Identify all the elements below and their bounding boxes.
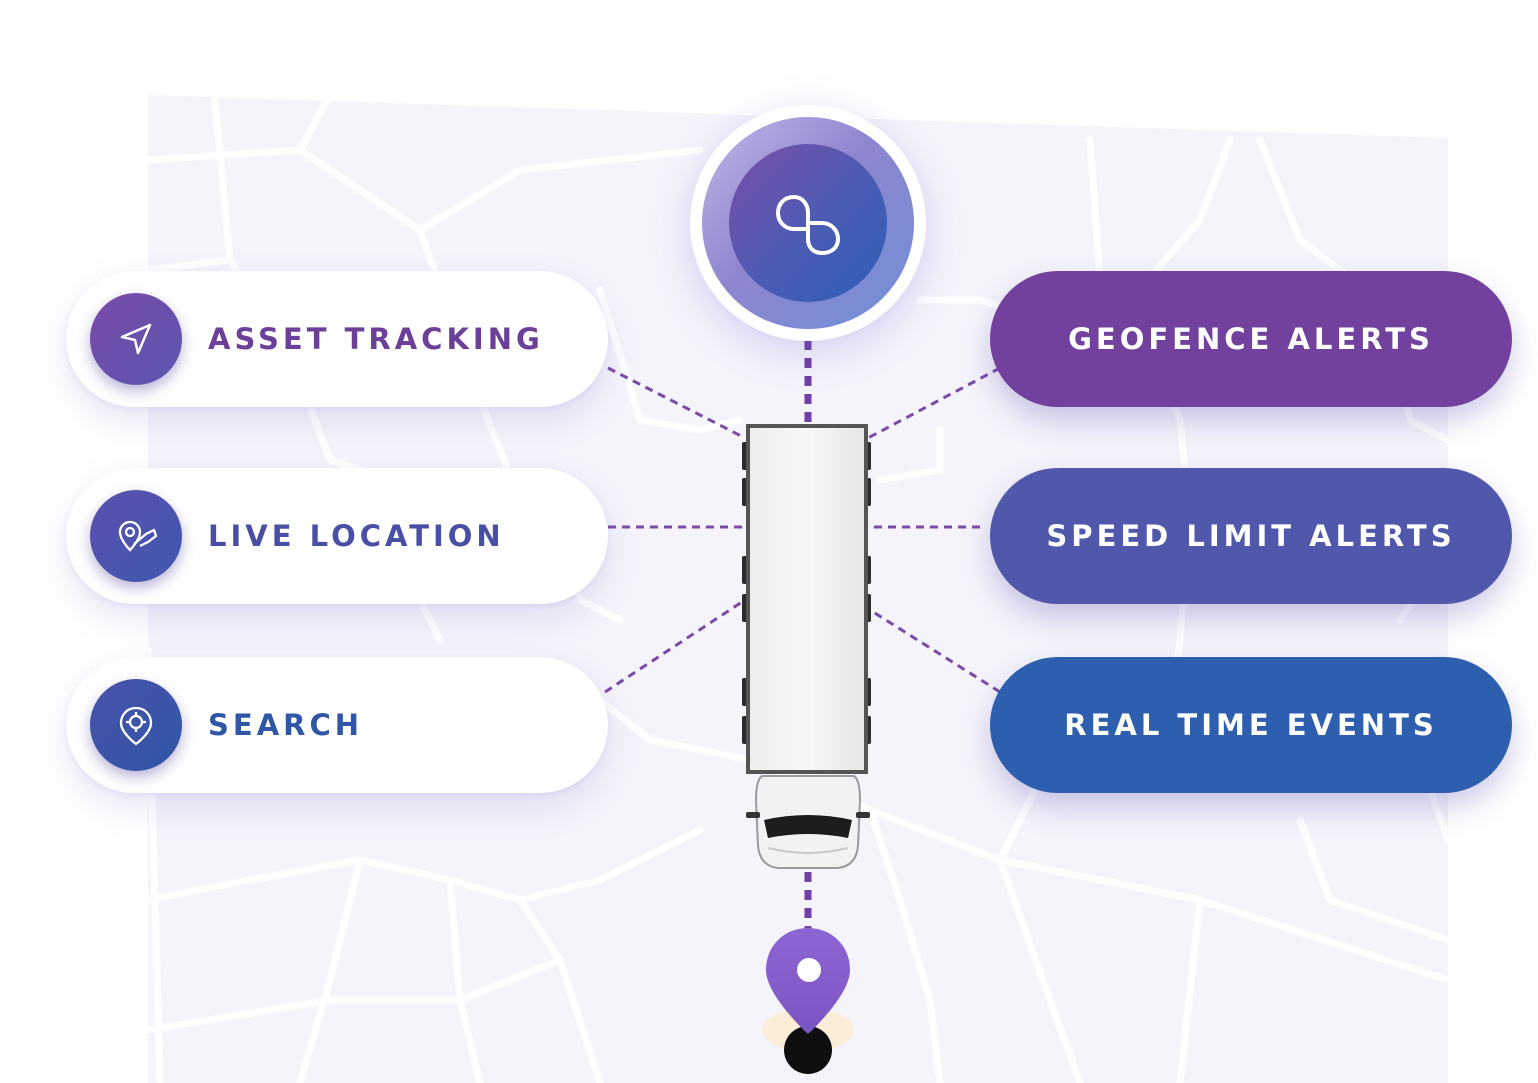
map-pin-icon <box>762 928 854 1074</box>
hub-ring <box>702 117 914 329</box>
location-target-icon <box>119 706 153 746</box>
feature-geofence-alerts[interactable]: GEOFENCE ALERTS <box>990 271 1512 407</box>
feature-search[interactable]: SEARCH <box>66 657 608 793</box>
feature-real-time-events[interactable]: REAL TIME EVENTS <box>990 657 1512 793</box>
feature-speed-limit-alerts[interactable]: SPEED LIMIT ALERTS <box>990 468 1512 604</box>
hand-location-icon <box>118 520 158 552</box>
search-icon-circle <box>90 679 182 771</box>
speed-limit-alerts-label: SPEED LIMIT ALERTS <box>1046 519 1456 553</box>
feature-live-location[interactable]: LIVE LOCATION <box>66 468 608 604</box>
asset-tracking-label: ASSET TRACKING <box>208 322 544 356</box>
live-location-label: LIVE LOCATION <box>208 519 505 553</box>
live-location-icon-circle <box>90 490 182 582</box>
search-label: SEARCH <box>208 708 364 742</box>
geofence-alerts-label: GEOFENCE ALERTS <box>1068 322 1434 356</box>
feature-asset-tracking[interactable]: ASSET TRACKING <box>66 271 608 407</box>
hub-badge <box>690 105 926 341</box>
infinity-logo-icon <box>776 195 840 255</box>
real-time-events-label: REAL TIME EVENTS <box>1064 708 1438 742</box>
navigation-arrow-icon <box>120 323 152 355</box>
truck-top-view-icon <box>742 424 871 869</box>
asset-tracking-icon-circle <box>90 293 182 385</box>
connector-lines <box>604 366 1001 694</box>
hub-core <box>729 144 887 302</box>
